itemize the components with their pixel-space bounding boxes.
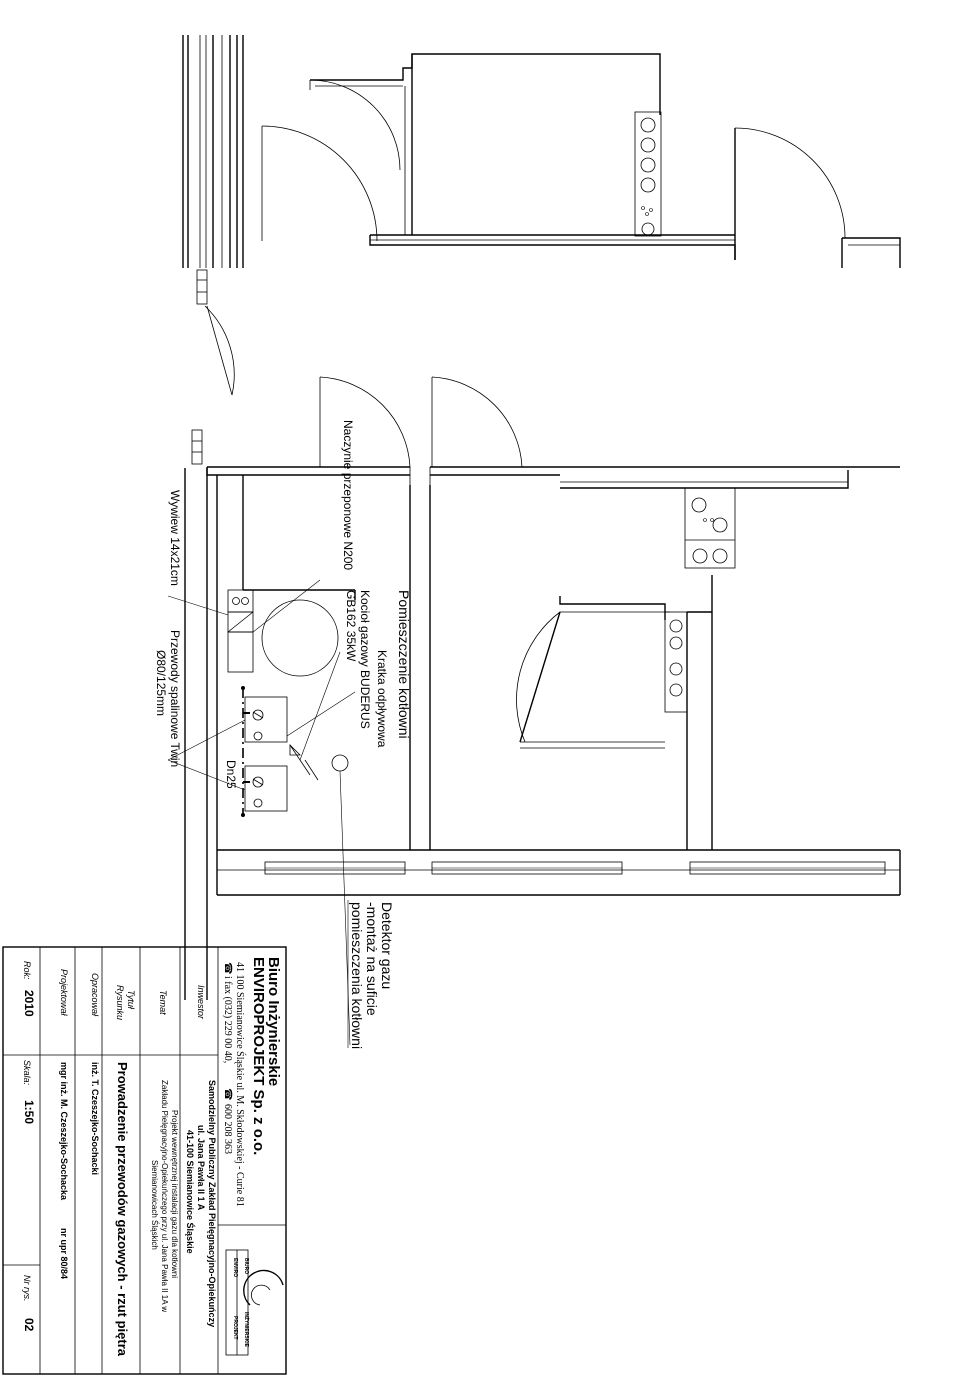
designed-value: mgr inż. M. Czeszejko-Sochacka (59, 1062, 69, 1201)
pipe-diameter-label: Dn25 (224, 760, 238, 789)
topic-label: Temat (158, 990, 168, 1015)
drawing-number-label: Nr rys. (22, 1275, 32, 1302)
company-mobile: 600 208 363 (222, 1104, 233, 1154)
investor-street: ul. Jana Pawła II 1 A (196, 1125, 206, 1211)
investor-name: Samodzielny Publiczny Zakład Pielęgnacyj… (207, 1080, 217, 1327)
scale-label: Skala: (22, 1060, 32, 1086)
prepared-label: Opracował (90, 973, 100, 1017)
company-name: Biuro Inżynierskie (265, 957, 282, 1086)
annotations: Pomieszczenie kotłowni Kratka odpływowa … (154, 420, 412, 1049)
logo-text-biuro: BIURO (243, 1258, 249, 1274)
company-address: 41 100 Siemianowice Śląskie ul. M. Skłod… (234, 962, 246, 1207)
title-block: BIURO ENVIRO INŻYNIERSKIE PROJEKT Biuro … (2, 946, 287, 1375)
designed-label: Projektował (59, 969, 69, 1017)
room-label: Pomieszczenie kotłowni (396, 590, 412, 739)
logo-text-enviro: ENVIRO (232, 1258, 238, 1277)
flue-label: Przewody spalinowe Twin (168, 630, 182, 767)
company-fax: i fax (032) 229 00 40, (222, 976, 233, 1063)
grille-label: Kratka odpływowa (375, 650, 389, 748)
drawing-number-value: 02 (22, 1318, 36, 1332)
company-legal-name: ENVIROPROJEKT Sp. z o.o. (250, 957, 267, 1155)
year-value: 2010 (22, 990, 36, 1017)
year-label: Rok: (22, 961, 32, 980)
boiler-model-label: GB162 35kW (344, 590, 358, 662)
logo-text-inzynierskie: INŻYNIERSKIE (243, 1312, 250, 1348)
boiler-label: Kocioł gazowy BUDERUS (358, 590, 372, 729)
drawing-title-label-2: Rysunku (115, 985, 125, 1020)
window-wall (216, 849, 901, 896)
flue-size-label: Ø80/125mm (154, 650, 168, 716)
company-logo: BIURO ENVIRO INŻYNIERSKIE PROJEKT (225, 1249, 284, 1356)
vessel-label: Naczynie przeponowe N200 (341, 420, 355, 570)
topic-line-3: Siemianowicach Śląskich (150, 1160, 159, 1250)
drawing-title-label: Tytuł (126, 990, 136, 1010)
mobile-icon: ☎ (222, 1088, 233, 1100)
topic-line-2: Zakładu Pielęgnacyjno-Opiekuńczego przy … (160, 1080, 169, 1312)
logo-text-projekt: PROJEKT (232, 1316, 238, 1340)
boiler-room (167, 468, 431, 1046)
investor-city: 41-100 Siemianowice Śląskie (185, 1130, 196, 1254)
upper-floor-plan (182, 35, 901, 569)
right-room (516, 575, 713, 850)
drawing-title: Prowadzenie przewodów gazowych - rzut pi… (115, 1062, 130, 1357)
investor-label: Inwestor (196, 985, 206, 1020)
topic-line-1: Projekt wewnętrznej instalacji gazu dla … (170, 1110, 179, 1278)
license-number: nr upr 80/84 (59, 1228, 69, 1279)
prepared-value: inż. T. Czeszejko-Sochacki (90, 1062, 100, 1175)
detector-room-label: pomieszczenia kotłowni (349, 902, 365, 1049)
phone-icon: ☎ (222, 962, 233, 974)
vent-label: Wywiew 14x21cm (168, 490, 182, 586)
scale-value: 1:50 (22, 1100, 36, 1124)
detector-label: Detektor gazu (379, 902, 395, 989)
detector-mounting-label: -montaż na suficie (364, 902, 380, 1016)
